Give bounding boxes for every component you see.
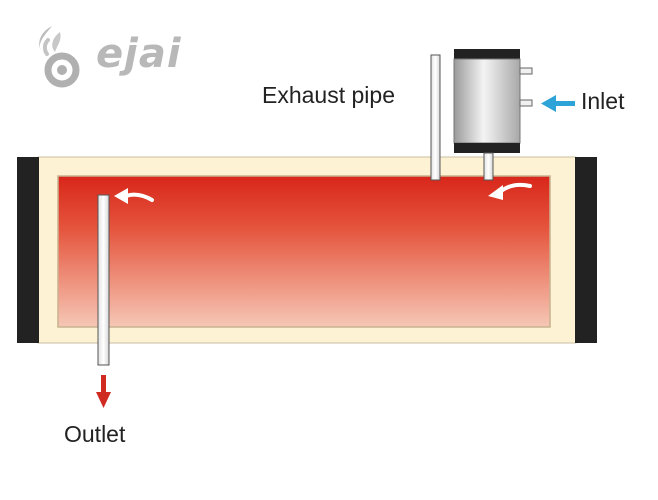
inlet-label: Inlet — [581, 88, 625, 114]
heater-top-port — [519, 67, 533, 75]
heater-outlet-stub — [483, 152, 494, 181]
outlet-arrow-icon — [96, 375, 111, 408]
heater-unit — [453, 49, 533, 181]
logo-wordmark: ejai — [96, 31, 182, 77]
left-end-cap — [17, 157, 39, 343]
heater-inlet-port — [519, 99, 533, 107]
exhaust-pipe-label: Exhaust pipe — [262, 82, 395, 108]
flow-arrow-right-icon — [488, 182, 532, 200]
inlet-arrow-icon — [541, 95, 575, 112]
outlet-pipe — [97, 194, 110, 366]
flow-arrow-left-icon — [114, 188, 154, 204]
flame-gear-logo-icon — [39, 26, 80, 88]
hot-water-chamber — [57, 175, 551, 328]
outlet-label: Outlet — [64, 421, 126, 447]
exhaust-pipe — [430, 54, 441, 181]
right-end-cap — [575, 157, 597, 343]
